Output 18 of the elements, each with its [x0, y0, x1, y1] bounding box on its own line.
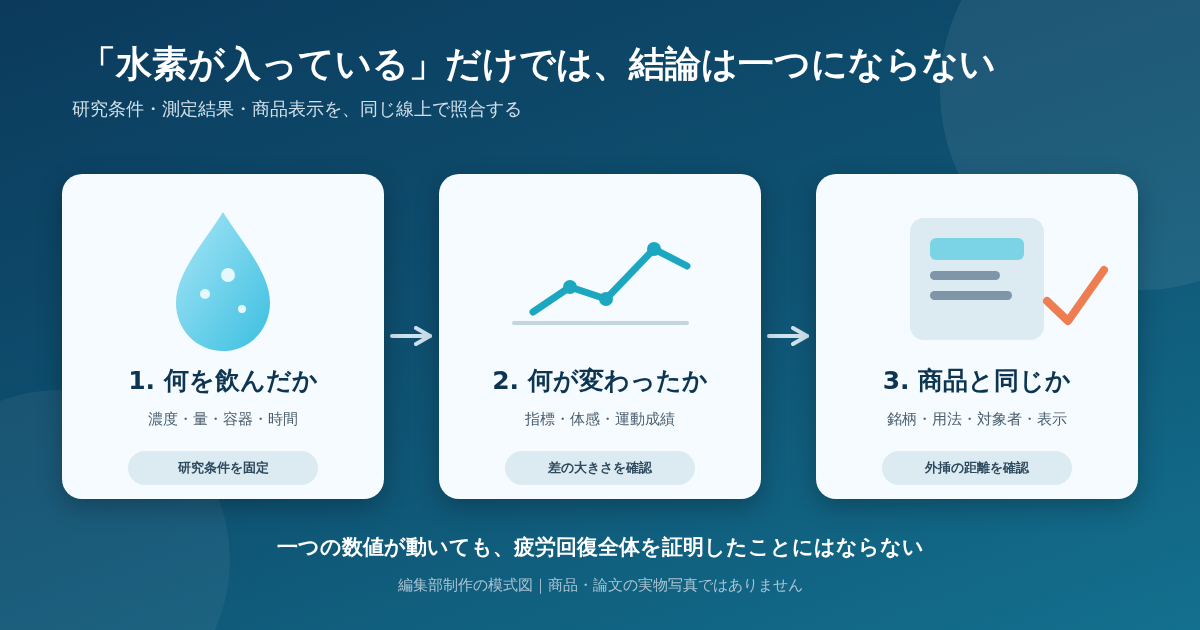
status-pill: 外挿の距離を確認 — [882, 451, 1072, 485]
step-card — [439, 174, 761, 499]
step-title: 2. 何が変わったか — [491, 365, 709, 397]
status-pill: 差の大きさを確認 — [505, 451, 695, 485]
step-card — [62, 174, 384, 499]
item-list: 指標・体感・運動成績 — [439, 410, 761, 429]
title: 「水素が入っている」だけでは、結論は一つにならない — [80, 42, 996, 86]
step-title: 3. 商品と同じか — [881, 365, 1073, 397]
conclusion-text: 一つの数値が動いても、疲労回復全体を証明したことにはならない — [275, 534, 925, 561]
step-card — [816, 174, 1138, 499]
footnote: 編集部制作の模式図｜商品・論文の実物写真ではありません — [396, 576, 804, 595]
item-list: 銘柄・用法・対象者・表示 — [816, 410, 1138, 429]
status-pill: 研究条件を固定 — [128, 451, 318, 485]
arrow — [767, 326, 809, 346]
arrow — [390, 326, 432, 346]
subtitle: 研究条件・測定結果・商品表示を、同じ線上で照合する — [72, 97, 522, 121]
item-list: 濃度・量・容器・時間 — [62, 410, 384, 429]
step-title: 1. 何を飲んだか — [127, 365, 319, 397]
